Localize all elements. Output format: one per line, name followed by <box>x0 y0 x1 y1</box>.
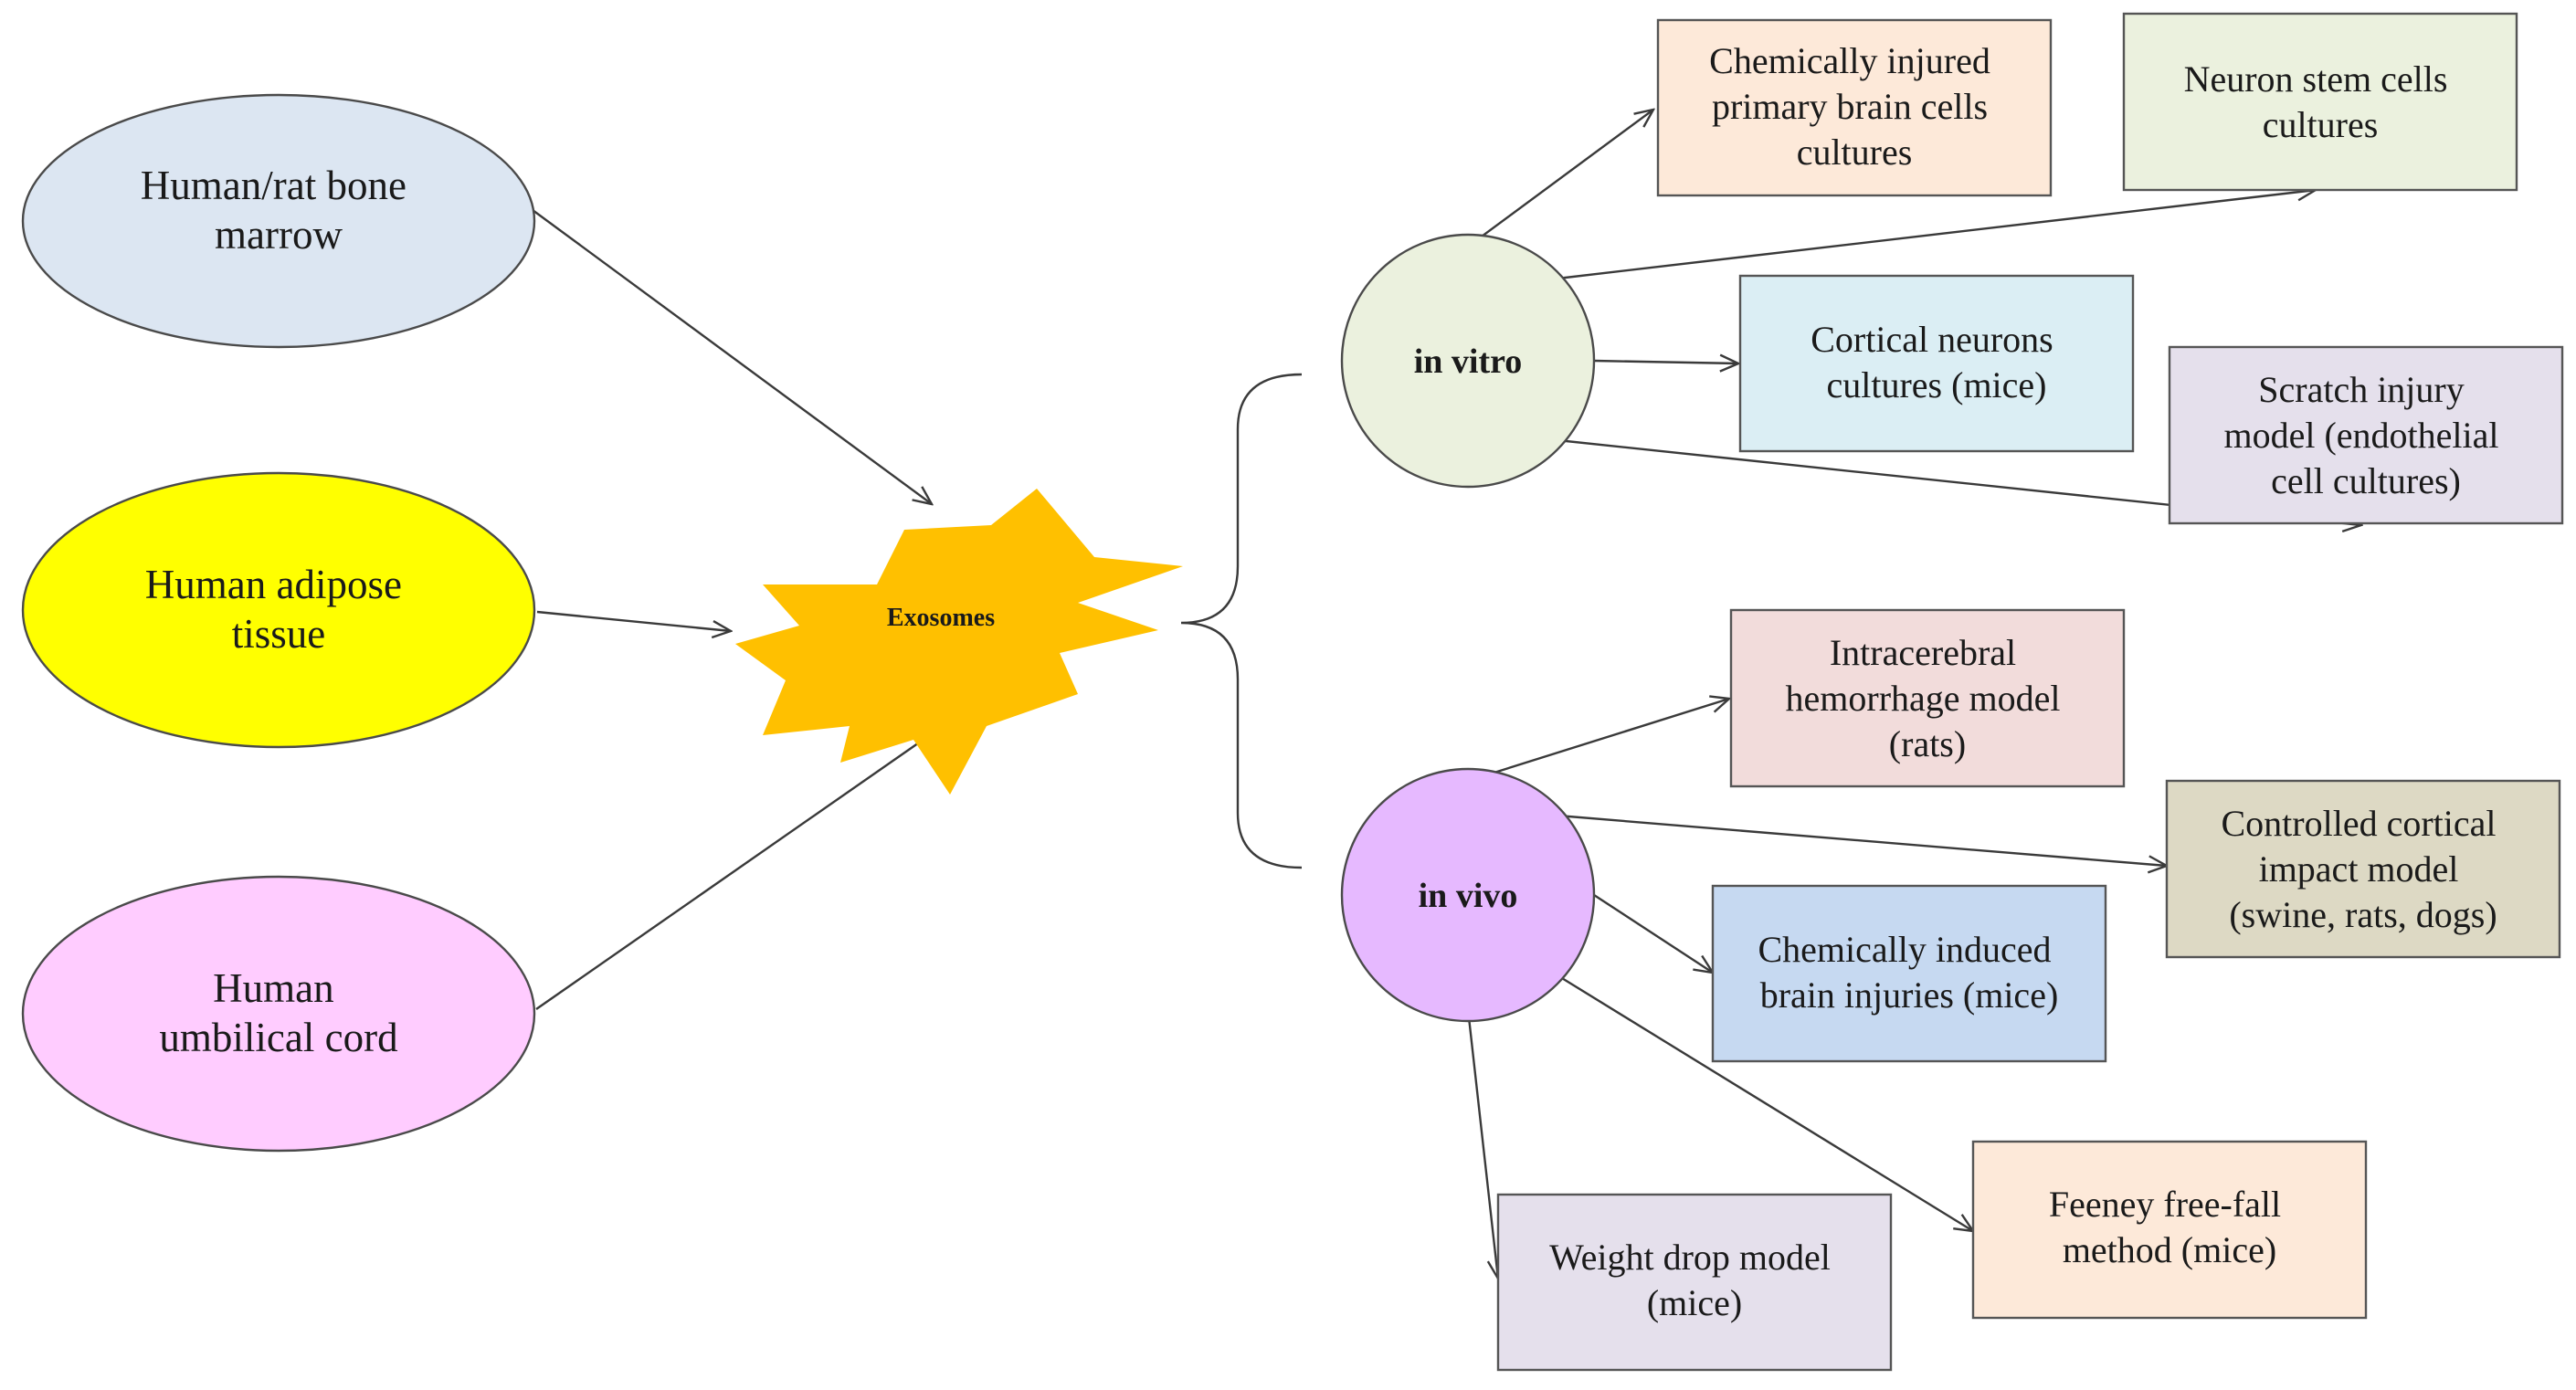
edge-adipose-to-exosomes <box>536 610 731 631</box>
box-feeney-line-2: method (mice) <box>2063 1229 2276 1270</box>
hub-in-vivo-label: in vivo <box>1419 877 1518 915</box>
box-feeney-rect <box>1971 1140 2368 1320</box>
box-chem-injured-line-3: cultures <box>1797 132 1913 173</box>
box-scratch-line-1: Scratch injury <box>2258 369 2465 410</box>
box-weight-drop-line-2: (mice) <box>1647 1282 1742 1323</box>
edge-umbilical-to-exosomes <box>535 703 976 1010</box>
source-bone-marrow-ellipse <box>21 93 536 349</box>
svg-text:Human umbilical cord: Human umbilical cord <box>159 965 397 1060</box>
box-scratch-rect <box>2168 345 2564 525</box>
source-adipose-ellipse <box>21 471 536 749</box>
source-umbilical-ellipse <box>21 875 536 1153</box>
box-intracerebral-line-1: Intracerebral <box>1830 632 2016 673</box>
svg-text:Scratch injury model (: Scratch injury model (endothelial cell c… <box>2223 369 2507 501</box>
box-chem-injured: Chemically injured primary brain cells c… <box>1656 18 2053 197</box>
box-scratch-line-3: cell cultures) <box>2271 460 2461 501</box>
svg-text:Feeney free-fall method: Feeney free-fall method (mice) <box>2049 1184 2290 1270</box>
box-controlled-cortical-line-3: (swine, rats, dogs) <box>2229 894 2497 935</box>
exosomes-label: Exosomes <box>887 604 995 632</box>
box-intracerebral: Intracerebral hemorrhage model (rats) <box>1729 608 2126 788</box>
split-brace <box>1180 373 1303 869</box>
box-weight-drop: Weight drop model (mice) <box>1496 1193 1893 1372</box>
box-scratch: Scratch injury model (endothelial cell c… <box>2168 345 2564 525</box>
hub-in-vivo-circle <box>1340 767 1596 1023</box>
edge-vivo-to-weight-drop <box>1466 1008 1498 1279</box>
box-feeney-line-1: Feeney free-fall <box>2049 1184 2281 1225</box>
box-cortical-neurons-rect <box>1738 274 2135 453</box>
box-chem-injured-line-2: primary brain cells <box>1712 86 1988 127</box>
edge-vivo-to-chem-induced <box>1593 893 1713 973</box>
source-bone-marrow: Human/rat bone marrow <box>21 93 536 349</box>
box-cortical-neurons-line-1: Cortical neurons <box>1811 319 2053 360</box>
box-chem-induced-line-2: brain injuries (mice) <box>1760 974 2059 1016</box>
hub-in-vitro-circle <box>1340 233 1596 489</box>
box-neuron-stem: Neuron stem cells cultures <box>2122 12 2518 192</box>
box-feeney: Feeney free-fall method (mice) <box>1971 1140 2368 1320</box>
box-chem-induced-rect <box>1711 884 2107 1063</box>
svg-text:Chemically injured prim: Chemically injured primary brain cells c… <box>1709 40 2000 173</box>
svg-text:Controlled cortical imp: Controlled cortical impact model (swine,… <box>2221 803 2505 935</box>
box-controlled-cortical-rect <box>2165 779 2561 959</box>
box-neuron-stem-line-2: cultures <box>2263 104 2379 145</box>
edge-vitro-to-neuron-stem <box>1557 190 2316 280</box>
edge-vitro-to-cortical-neurons <box>1593 361 1738 363</box>
svg-text:Neuron stem cells cultur: Neuron stem cells cultures <box>2184 58 2457 145</box>
svg-text:Intracerebral hemorrhage: Intracerebral hemorrhage model (rats) <box>1786 632 2070 764</box>
exosomes-node: Exosomes <box>735 489 1183 795</box>
svg-text:Cortical neurons cultur: Cortical neurons cultures (mice) <box>1811 319 2063 405</box>
source-adipose-line-1: Human adipose <box>145 562 402 607</box>
box-cortical-neurons-line-2: cultures (mice) <box>1827 364 2047 405</box>
svg-text:Human adipose tissue: Human adipose tissue <box>145 562 412 657</box>
box-controlled-cortical: Controlled cortical impact model (swine,… <box>2165 779 2561 959</box>
box-intracerebral-line-3: (rats) <box>1889 723 1966 764</box>
source-adipose: Human adipose tissue <box>21 471 536 749</box>
box-intracerebral-line-2: hemorrhage model <box>1786 678 2061 719</box>
edge-vitro-to-chem-injured <box>1467 110 1653 247</box>
box-chem-induced: Chemically induced brain injuries (mice) <box>1711 884 2107 1063</box>
hub-in-vitro: in vitro <box>1340 233 1596 489</box>
box-neuron-stem-line-1: Neuron stem cells <box>2184 58 2448 100</box>
box-chem-induced-line-1: Chemically induced <box>1758 929 2051 970</box>
box-chem-injured-line-1: Chemically injured <box>1709 40 1990 81</box>
source-adipose-line-2: tissue <box>232 611 326 657</box>
box-controlled-cortical-line-1: Controlled cortical <box>2221 803 2496 844</box>
box-scratch-line-2: model (endothelial <box>2223 415 2498 456</box>
svg-text:Human/rat bone marrow: Human/rat bone marrow <box>141 163 417 258</box>
box-chem-injured-rect <box>1656 18 2053 197</box>
box-neuron-stem-rect <box>2122 12 2518 192</box>
source-umbilical-line-2: umbilical cord <box>159 1015 397 1060</box>
box-controlled-cortical-line-2: impact model <box>2259 848 2459 890</box>
source-bone-marrow-line-2: marrow <box>215 212 343 258</box>
source-bone-marrow-line-1: Human/rat bone <box>141 163 406 208</box>
svg-text:Chemically induced brai: Chemically induced brain injuries (mice) <box>1758 929 2060 1016</box>
source-umbilical-line-1: Human <box>213 965 333 1011</box>
edge-vivo-to-intracerebral <box>1467 699 1729 783</box>
hub-in-vitro-label: in vitro <box>1414 342 1523 381</box>
exosomes-starburst <box>735 489 1183 795</box>
box-intracerebral-rect <box>1729 608 2126 788</box>
svg-text:Weight drop model (mic: Weight drop model (mice) <box>1549 1237 1840 1323</box>
box-weight-drop-rect <box>1496 1193 1893 1372</box>
box-cortical-neurons: Cortical neurons cultures (mice) <box>1738 274 2135 453</box>
edge-bone-marrow-to-exosomes <box>532 209 932 504</box>
box-weight-drop-line-1: Weight drop model <box>1549 1237 1831 1278</box>
source-umbilical: Human umbilical cord <box>21 875 536 1153</box>
edge-vivo-to-feeney <box>1557 974 1973 1231</box>
edge-vivo-to-controlled-cortical <box>1557 814 2167 866</box>
hub-in-vivo: in vivo <box>1340 767 1596 1023</box>
